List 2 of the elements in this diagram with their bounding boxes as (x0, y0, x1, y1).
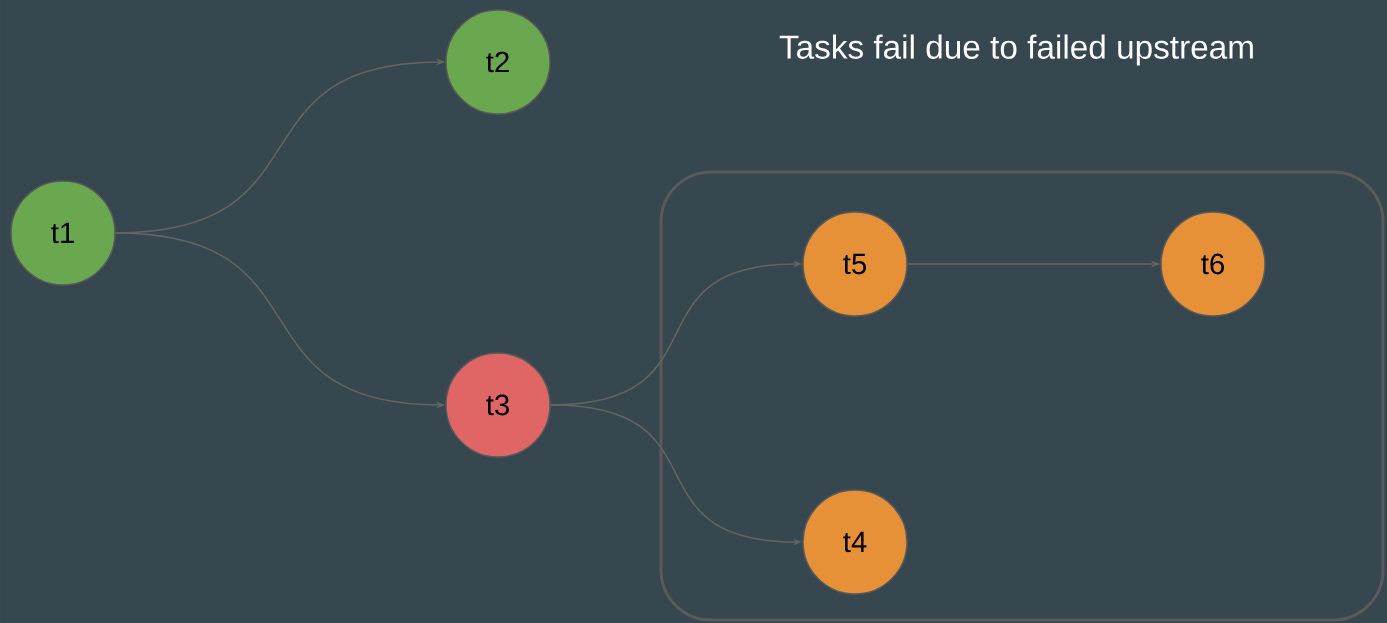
group-box (659, 170, 1385, 622)
title: Tasks fail due to failed upstream (779, 34, 1253, 66)
